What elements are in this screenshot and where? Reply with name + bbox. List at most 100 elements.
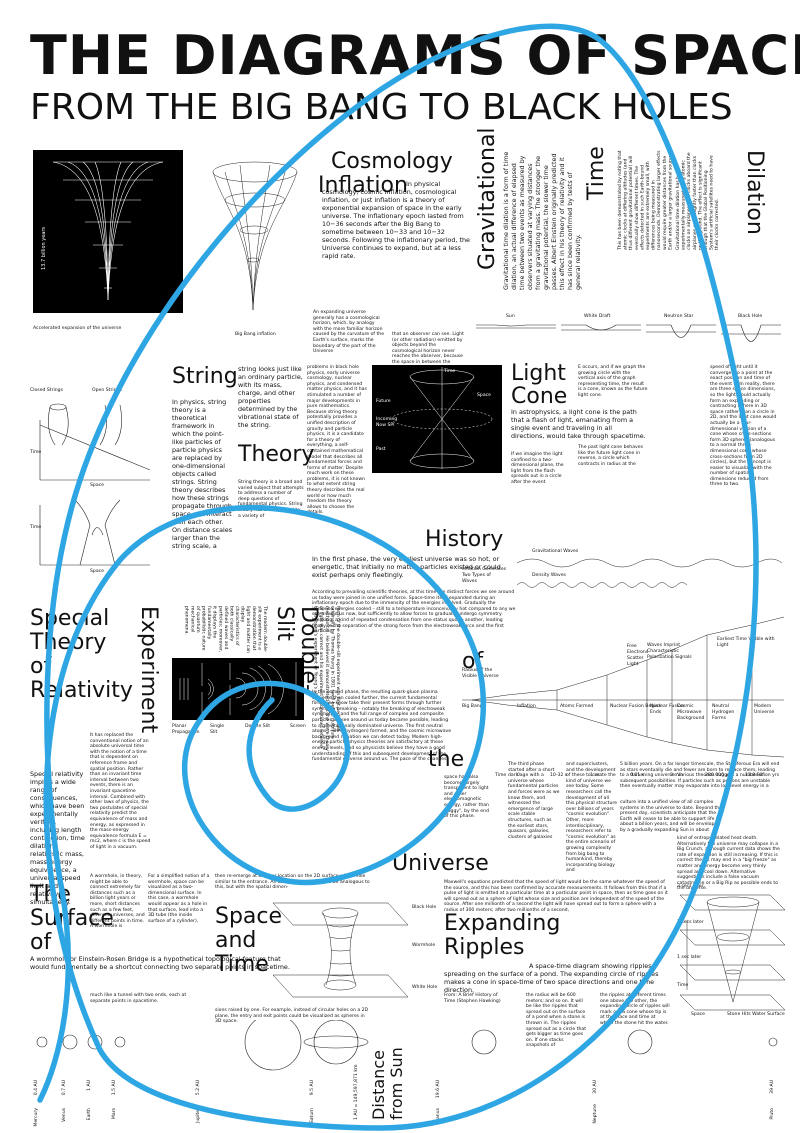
dilation-heading: Dilation	[742, 150, 767, 235]
gravitational-heading: Gravitational	[475, 127, 500, 270]
time-heading: Time	[584, 146, 609, 200]
the-heading: The	[30, 882, 71, 907]
rip-label-stone: Stone Hits Water Surface	[727, 1012, 785, 1017]
of-heading-2: of	[30, 930, 52, 955]
planet-neptune: Neptune	[593, 1104, 598, 1124]
hist-label-cmb: Cosmic Microwave Background	[677, 704, 705, 721]
string-label-open: Open Strings	[92, 388, 122, 393]
wormhole-diagram: Black Hole Wormhole White Hole	[268, 895, 438, 1003]
planet-uranus-au: 19.6 AU	[436, 1080, 441, 1099]
gravitational-col2: This has been demonstrated by noting tha…	[618, 150, 674, 250]
double-slit-image	[172, 658, 304, 720]
gravity-label-black-hole: Black Hole	[738, 314, 763, 319]
planets-row: Mercury 0.4 AU Venus 0.7 AU Earth 1 AU M…	[28, 1013, 788, 1128]
relativity-heading: Relativity	[30, 678, 133, 703]
string-label-time-2: Time	[30, 525, 42, 530]
string-col1: In physics, string theory is a theoretic…	[172, 398, 233, 550]
and-heading: and	[215, 928, 257, 953]
planet-neptune-au: 30 AU	[593, 1080, 598, 1094]
planet-earth-au: 1 AU	[87, 1080, 92, 1091]
planet-pluto-au: 39 AU	[770, 1080, 775, 1094]
tl-label-4: 3 min	[670, 773, 684, 778]
experiment-heading: Experiment	[136, 606, 161, 734]
planet-mercury-au: 0.4 AU	[34, 1080, 39, 1096]
light-cone-intro: In astrophysics, a light cone is the pat…	[511, 408, 646, 440]
axis-label: 13.7 billion years	[41, 227, 47, 270]
hist-label-big-bang: Big Bang	[462, 704, 483, 709]
tl-label-3: 0.01 s	[630, 773, 645, 778]
double-slit-col2: form of the double-slit experiment was f…	[312, 606, 340, 751]
double-slit-col1: The modern double-slit experiment is a d…	[183, 606, 267, 654]
lc-label-now: Incoming Now SPI	[376, 417, 398, 428]
hist-label-inflation-waves: Inflation Generates Two Types of Waves	[462, 567, 507, 584]
wh-label-black-hole: Black Hole	[412, 905, 437, 910]
planet-saturn: Saturn	[310, 1108, 315, 1124]
history-col2: space had also become largely transparen…	[444, 775, 489, 820]
light-cone-col1: If we imagine the light confined to a tw…	[511, 452, 564, 485]
inflation-cone-image	[195, 150, 305, 325]
planet-mercury: Mercury	[34, 1108, 39, 1127]
tl-label-6: 13.8 Billion yrs	[745, 773, 780, 778]
light-cone-col3: speed of light until it converges to a p…	[710, 365, 777, 488]
ds-label-planar: Planar Propagation	[172, 724, 200, 735]
planet-uranus: Uranus	[436, 1108, 441, 1125]
cosmology-col1: An expanding universe generally has a co…	[313, 310, 385, 355]
string-diagram: Closed Strings Open Strings Time Space T…	[30, 385, 170, 580]
hist-label-grav-waves: Gravitational Waves	[532, 549, 579, 554]
ripples-intro: Maxwell's equations predicted that the s…	[444, 880, 668, 913]
special-heading: Special	[30, 606, 110, 631]
special-col1: It has replaced the conventional notion …	[90, 733, 151, 850]
gravitational-col3: Gravitational time dilation has been exp…	[676, 152, 721, 250]
hist-label-atoms: Atoms Formed	[560, 704, 594, 709]
tl-label-0: 0	[517, 773, 520, 778]
light-cone-col2b: The past light cone behaves like the fut…	[578, 445, 643, 467]
rip-label-1s: 1 sec later	[677, 955, 702, 960]
string-heading: String	[172, 364, 238, 389]
cosmology-intro: In physical cosmology, cosmic inflation,…	[322, 180, 470, 260]
string-label-space-2: Space	[90, 569, 104, 574]
of-heading: of	[30, 654, 52, 679]
gravity-label-white-dwarf: White Draft	[584, 314, 611, 319]
planet-venus: Venus	[62, 1108, 67, 1122]
light-heading: Light	[511, 361, 566, 386]
rip-label-3s: 3 secs later	[677, 884, 704, 889]
history-col6: culture into a unified view of all compl…	[620, 800, 723, 833]
planet-earth: Earth	[87, 1108, 92, 1121]
page-title: THE DIAGRAMS OF SPACE	[30, 24, 800, 87]
cosmology-heading: Cosmology	[331, 149, 453, 174]
lc-label-future: Future	[376, 399, 391, 404]
theory-heading: Theory	[238, 442, 315, 467]
rip-label-time: Time	[677, 983, 689, 988]
light-cone-image: Future Incoming Now SPI Past Time Space	[372, 365, 502, 473]
hist-label-inflation: Inflation	[517, 704, 536, 709]
ripples-source: From: A Brief History of Time (Stephen H…	[444, 993, 501, 1004]
ripples-diagram: 3 secs later 2 secs later 1 sec later Ti…	[675, 880, 790, 1020]
planet-mars-au: 1.5 AU	[112, 1080, 117, 1096]
caption-right: Big Bang inflation	[235, 332, 276, 337]
lc-label-time: Time	[444, 369, 456, 374]
string-label-space: Space	[90, 483, 104, 488]
wormhole-col1b: much like a tunnel with two ends, each a…	[90, 993, 187, 1004]
tl-label-1: 10-32 s	[550, 773, 568, 778]
planet-mars: Mars	[112, 1108, 117, 1120]
planet-jupiter-au: 5.2 AU	[196, 1080, 201, 1096]
expanding-heading: Expanding	[444, 911, 561, 936]
lc-label-space: Space	[477, 393, 491, 398]
time-heading-2: Time	[215, 952, 269, 977]
planet-saturn-au: 9.5 AU	[310, 1080, 315, 1096]
ds-label-double: Double Slit	[245, 724, 271, 729]
history-universe-heading: Universe	[392, 851, 489, 876]
history-timeline-diagram: Gravitational Waves Inflation Generates …	[462, 545, 787, 760]
hist-label-hydrogen: Neutral Hydrogen Forms	[712, 704, 735, 721]
planet-venus-au: 0.7 AU	[62, 1080, 67, 1096]
ripples-bold: A space-time diagram showing ripples spr…	[444, 962, 659, 994]
theory-heading-2: Theory	[30, 630, 107, 655]
hist-label-earliest: Earliest Time Visible with Light	[717, 637, 775, 648]
hist-label-modern: Modern Universe	[754, 704, 775, 715]
rip-label-2s: 2 secs later	[677, 920, 704, 925]
page-subtitle: FROM THE BIG BANG TO BLACK HOLES	[30, 87, 733, 128]
wh-label-wormhole: Wormhole	[412, 943, 436, 948]
gravity-label-sun: Sun	[506, 314, 515, 319]
history-timeline-axis: Time 0 10-32 s 1 us 0.01 s 3 min 380 000…	[495, 773, 785, 781]
string-label-closed: Closed Strings	[30, 388, 63, 393]
